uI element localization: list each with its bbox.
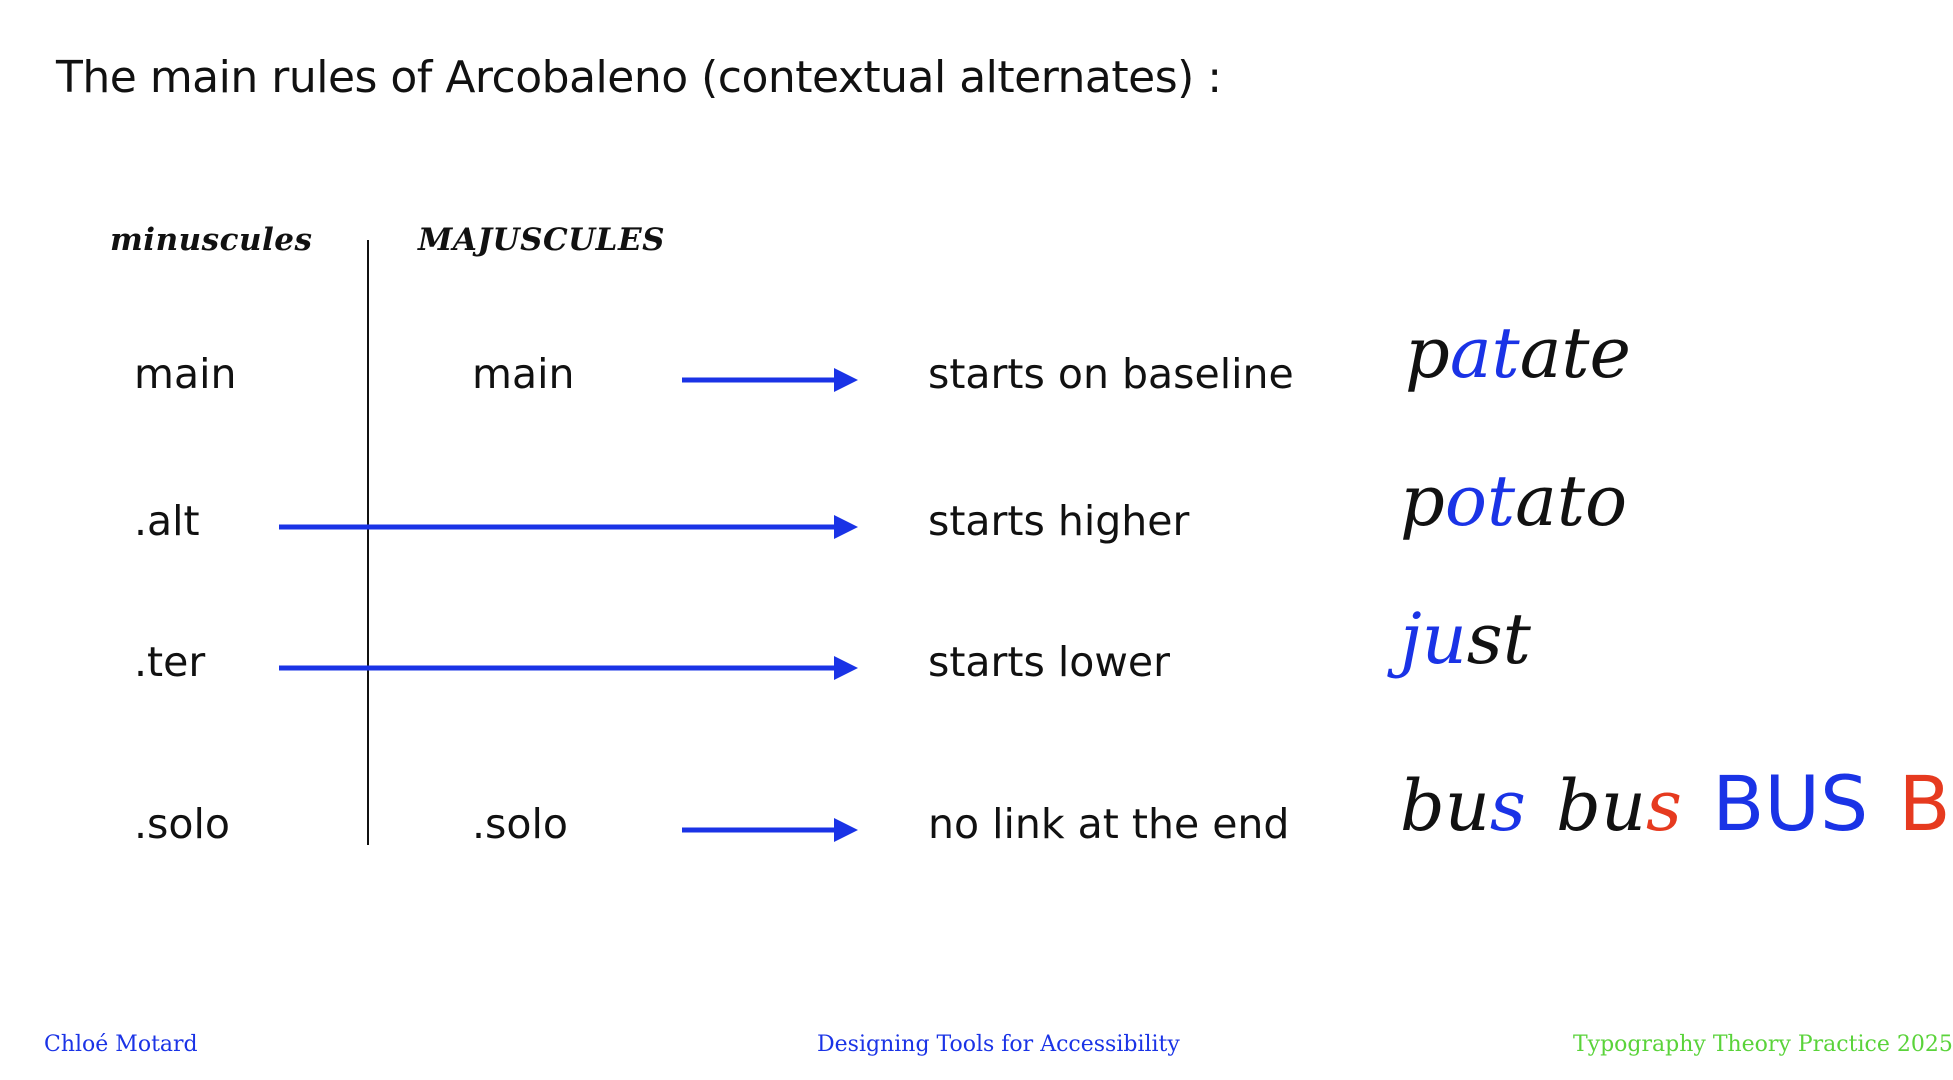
- example-just-part1: ju: [1400, 598, 1467, 680]
- arrow-right-icon: [682, 818, 858, 842]
- example-bus-word1b: s: [1489, 765, 1526, 847]
- row-main-majuscule: main: [472, 350, 575, 398]
- row-ter-description: starts lower: [928, 638, 1170, 686]
- example-bus-word2a: bu: [1556, 765, 1647, 847]
- column-header-minuscules: minuscules: [110, 222, 313, 258]
- example-potato: potato: [1400, 466, 1627, 536]
- example-just: just: [1400, 604, 1531, 674]
- row-main-description: starts on baseline: [928, 350, 1294, 398]
- example-patate-part3: ate: [1519, 312, 1631, 394]
- row-alt-description: starts higher: [928, 497, 1190, 545]
- arrow-right-icon: [682, 368, 858, 392]
- example-bus: bus bus BUS B: [1400, 766, 1951, 842]
- example-bus-word4: B: [1898, 759, 1951, 848]
- example-bus-word2b: s: [1646, 765, 1682, 847]
- row-alt-minuscule: .alt: [134, 497, 200, 545]
- row-solo-majuscule: .solo: [472, 800, 568, 848]
- example-bus-word3: BUS: [1712, 759, 1869, 848]
- example-patate-part1: p: [1405, 312, 1450, 394]
- row-main-minuscule: main: [134, 350, 237, 398]
- column-header-majuscules: MAJUSCULES: [418, 222, 665, 258]
- arrow-right-icon: [279, 656, 858, 680]
- arrow-right-icon: [279, 515, 858, 539]
- example-potato-part2: ot: [1444, 460, 1516, 542]
- column-divider: [367, 240, 369, 845]
- example-potato-part1: p: [1400, 460, 1445, 542]
- example-bus-word1a: bu: [1400, 765, 1490, 847]
- footer-course: Designing Tools for Accessibility: [817, 1032, 1180, 1057]
- footer-program: Typography Theory Practice 2025: [1573, 1032, 1953, 1057]
- slide-title: The main rules of Arcobaleno (contextual…: [56, 52, 1222, 103]
- row-ter-minuscule: .ter: [134, 638, 206, 686]
- footer-author: Chloé Motard: [44, 1032, 198, 1057]
- example-just-part2: st: [1466, 598, 1531, 680]
- example-patate-part2: at: [1449, 312, 1520, 394]
- row-solo-description: no link at the end: [928, 800, 1290, 848]
- example-potato-part3: ato: [1515, 460, 1628, 542]
- example-patate: patate: [1405, 318, 1631, 388]
- row-solo-minuscule: .solo: [134, 800, 230, 848]
